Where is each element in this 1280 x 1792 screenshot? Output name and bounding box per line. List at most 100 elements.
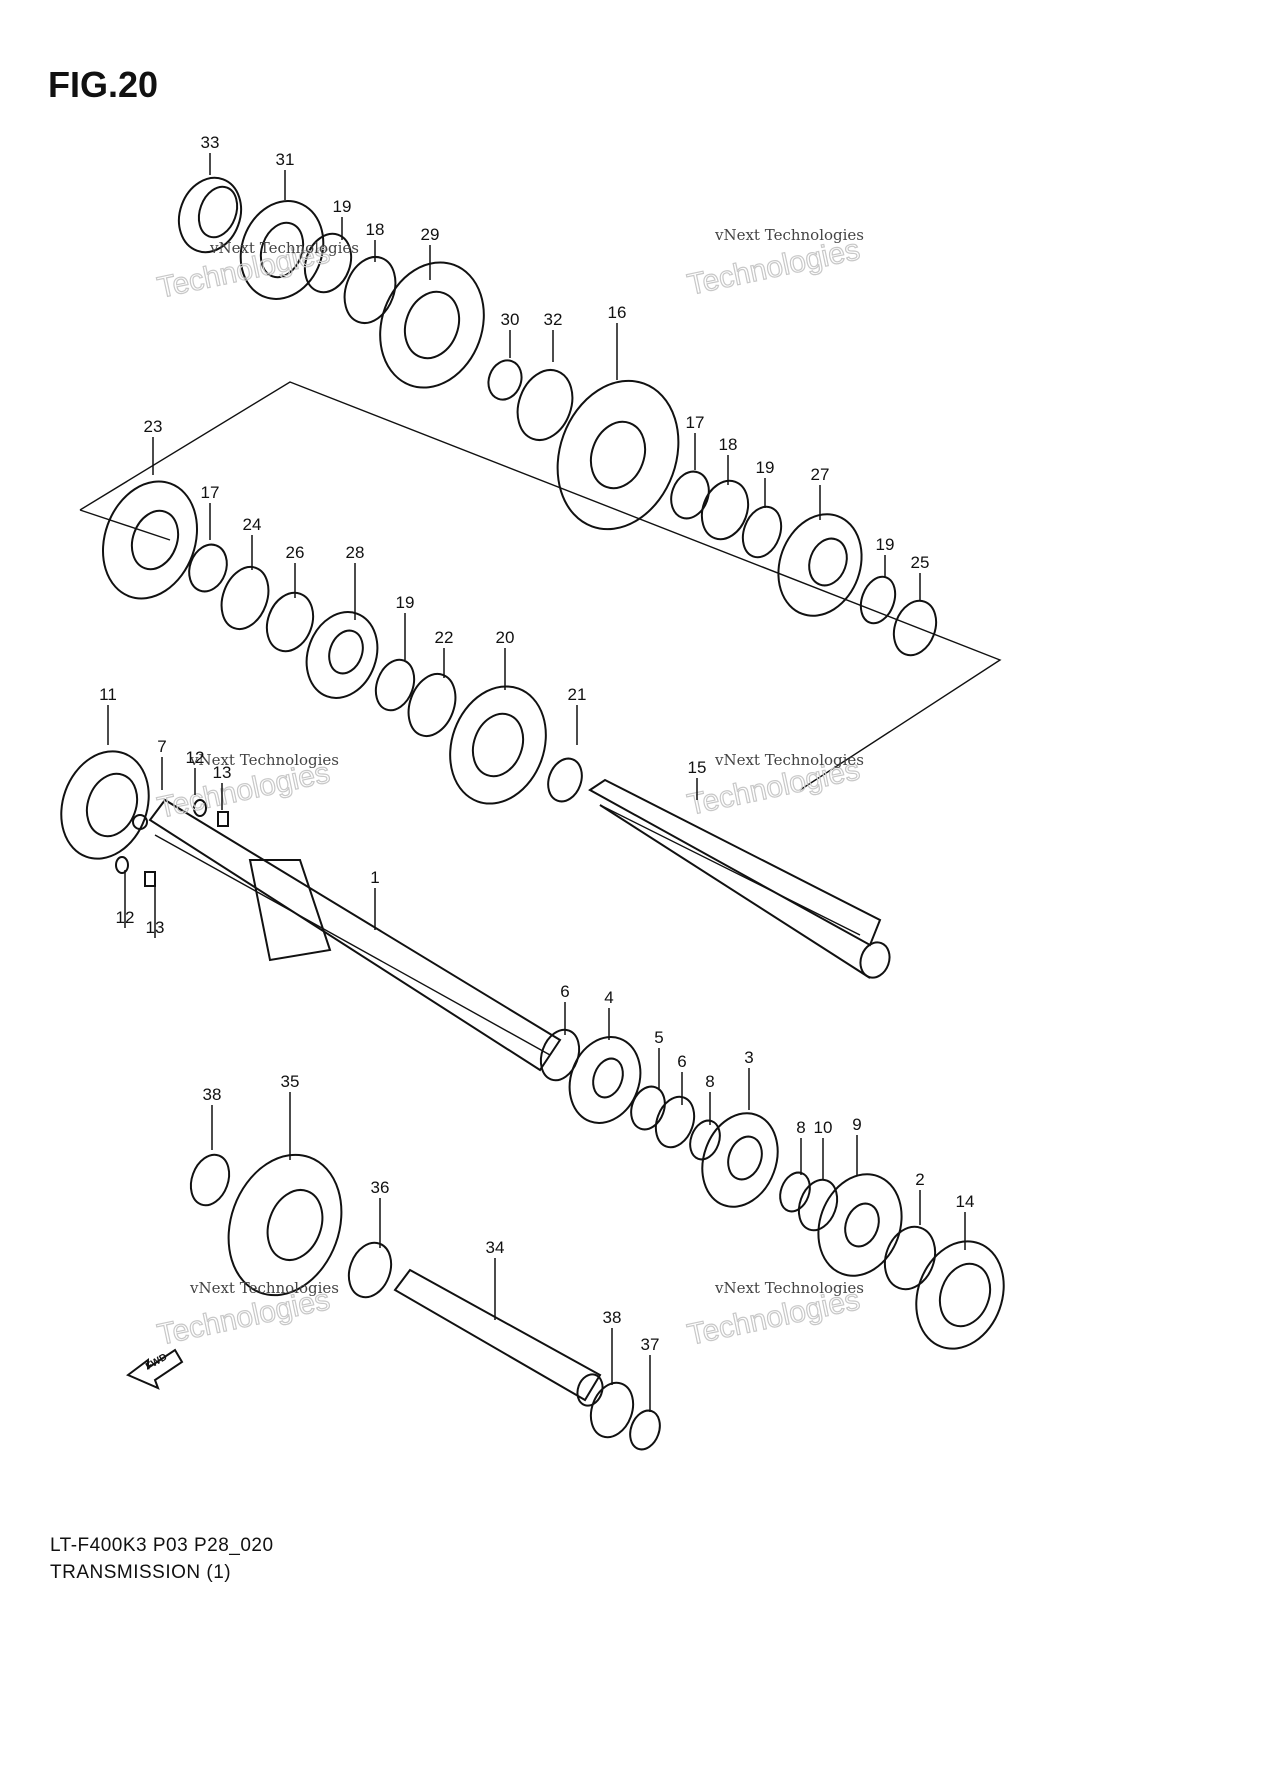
callout-number: 5: [654, 1028, 663, 1047]
callout-number: 26: [286, 543, 305, 562]
callout-number: 29: [421, 225, 440, 244]
part-bearing-11: [60, 750, 150, 860]
callout-number: 15: [688, 758, 707, 777]
watermark-text: vNext Technologies: [714, 1279, 864, 1297]
callout-number: 30: [501, 310, 520, 329]
part-gear-16: [556, 379, 680, 531]
callout-number: 2: [915, 1170, 924, 1189]
part-washer-25: [892, 599, 938, 657]
part-washer-6-right: [654, 1095, 696, 1149]
part-washer-32: [516, 369, 574, 441]
part-washer-24: [220, 566, 270, 630]
callout-number: 31: [276, 150, 295, 169]
part-washer-18-right: [700, 479, 750, 541]
part-washer-12-lower: [115, 856, 129, 874]
callout-number: 8: [705, 1072, 714, 1091]
callout-number: 7: [157, 737, 166, 756]
callout-number: 19: [333, 197, 352, 216]
callout-number: 18: [366, 220, 385, 239]
callout-number: 3: [744, 1048, 753, 1067]
part-bearing-33: [177, 176, 243, 254]
part-gear-23: [101, 480, 199, 600]
callout-number: 12: [186, 748, 205, 767]
part-circlip-8-left: [689, 1119, 721, 1161]
part-gear-3: [701, 1112, 779, 1208]
part-washer-18-top: [343, 256, 397, 324]
part-washer-26: [265, 591, 315, 653]
part-circlip-19-middle: [374, 658, 416, 712]
callout-number: 38: [603, 1308, 622, 1327]
part-washer-22: [407, 673, 457, 737]
watermark-bottom-right: Technologies vNext Technologies: [684, 1279, 864, 1352]
part-circlip-8-right: [779, 1171, 811, 1213]
part-bushing-5: [630, 1085, 666, 1131]
callout-number: 38: [203, 1085, 222, 1104]
watermark-text: vNext Technologies: [714, 226, 864, 244]
part-circlip-37: [629, 1409, 661, 1451]
callout-number: 16: [608, 303, 627, 322]
diagram-code: LT-F400K3 P03 P28_020: [50, 1535, 274, 1556]
part-washer-19-top: [303, 232, 353, 294]
callout-number: 10: [814, 1118, 833, 1137]
part-bushing-30: [487, 359, 523, 401]
callout-number: 28: [346, 543, 365, 562]
callout-number: 37: [641, 1335, 660, 1354]
callout-number: 35: [281, 1072, 300, 1091]
callout-number: 1: [370, 868, 379, 887]
callout-number: 17: [686, 413, 705, 432]
part-gear-31: [239, 200, 325, 300]
callout-number: 9: [852, 1115, 861, 1134]
callout-number: 8: [796, 1118, 805, 1137]
fwd-arrow-icon: FWD: [126, 1348, 184, 1390]
part-bushing-36: [347, 1241, 393, 1299]
callout-number: 20: [496, 628, 515, 647]
callout-number: 36: [371, 1178, 390, 1197]
callout-number: 17: [201, 483, 220, 502]
callout-number: 11: [99, 685, 117, 704]
callout-number: 14: [956, 1192, 975, 1211]
part-shaft-34: [393, 1268, 604, 1407]
part-washer-38-right: [589, 1381, 635, 1439]
callout-number: 19: [876, 535, 895, 554]
part-gear-4: [568, 1036, 642, 1124]
callout-number: 4: [604, 988, 613, 1007]
part-washer-10: [797, 1178, 839, 1232]
part-washer-12-upper: [193, 799, 207, 817]
part-bushing-17-right: [670, 470, 710, 520]
part-gear-29: [379, 261, 485, 389]
callout-number: 21: [568, 685, 587, 704]
part-countershaft-15: [588, 778, 891, 979]
subassembly-outline: [79, 381, 1002, 791]
part-gear-35: [227, 1153, 343, 1297]
callout-number: 6: [560, 982, 569, 1001]
watermark-bottom-left: Technologies vNext Technologies: [154, 1279, 339, 1352]
callout-number: 13: [213, 763, 232, 782]
watermark-text: vNext Technologies: [189, 751, 339, 769]
part-washer-6-left: [539, 1028, 581, 1082]
watermark-top-right: Technologies vNext Technologies: [684, 226, 864, 302]
part-bolt-13-upper: [217, 811, 229, 827]
part-bushing-21: [547, 757, 583, 803]
callout-number: 18: [719, 435, 738, 454]
part-washer-38-left: [189, 1153, 231, 1207]
callout-number: 19: [396, 593, 415, 612]
callout-number: 27: [811, 465, 830, 484]
part-mainshaft-1: [148, 798, 562, 1072]
watermark-mid-right: Technologies vNext Technologies: [684, 751, 864, 822]
callout-number: 33: [201, 133, 220, 152]
watermark-text: vNext Technologies: [209, 239, 359, 257]
part-circlip-19-right: [741, 505, 783, 559]
callout-number: 22: [435, 628, 454, 647]
callout-number: 25: [911, 553, 930, 572]
callout-number: 34: [486, 1238, 505, 1257]
callout-number: 6: [677, 1052, 686, 1071]
watermark-text: vNext Technologies: [714, 751, 864, 769]
figure-title: FIG.20: [48, 64, 159, 105]
part-gear-20: [449, 685, 547, 805]
part-bolt-13-lower: [144, 871, 156, 887]
callout-number: 24: [243, 515, 262, 534]
part-gear-28: [305, 611, 379, 699]
part-bushing-17-left: [188, 543, 228, 593]
callout-number: 23: [144, 417, 163, 436]
